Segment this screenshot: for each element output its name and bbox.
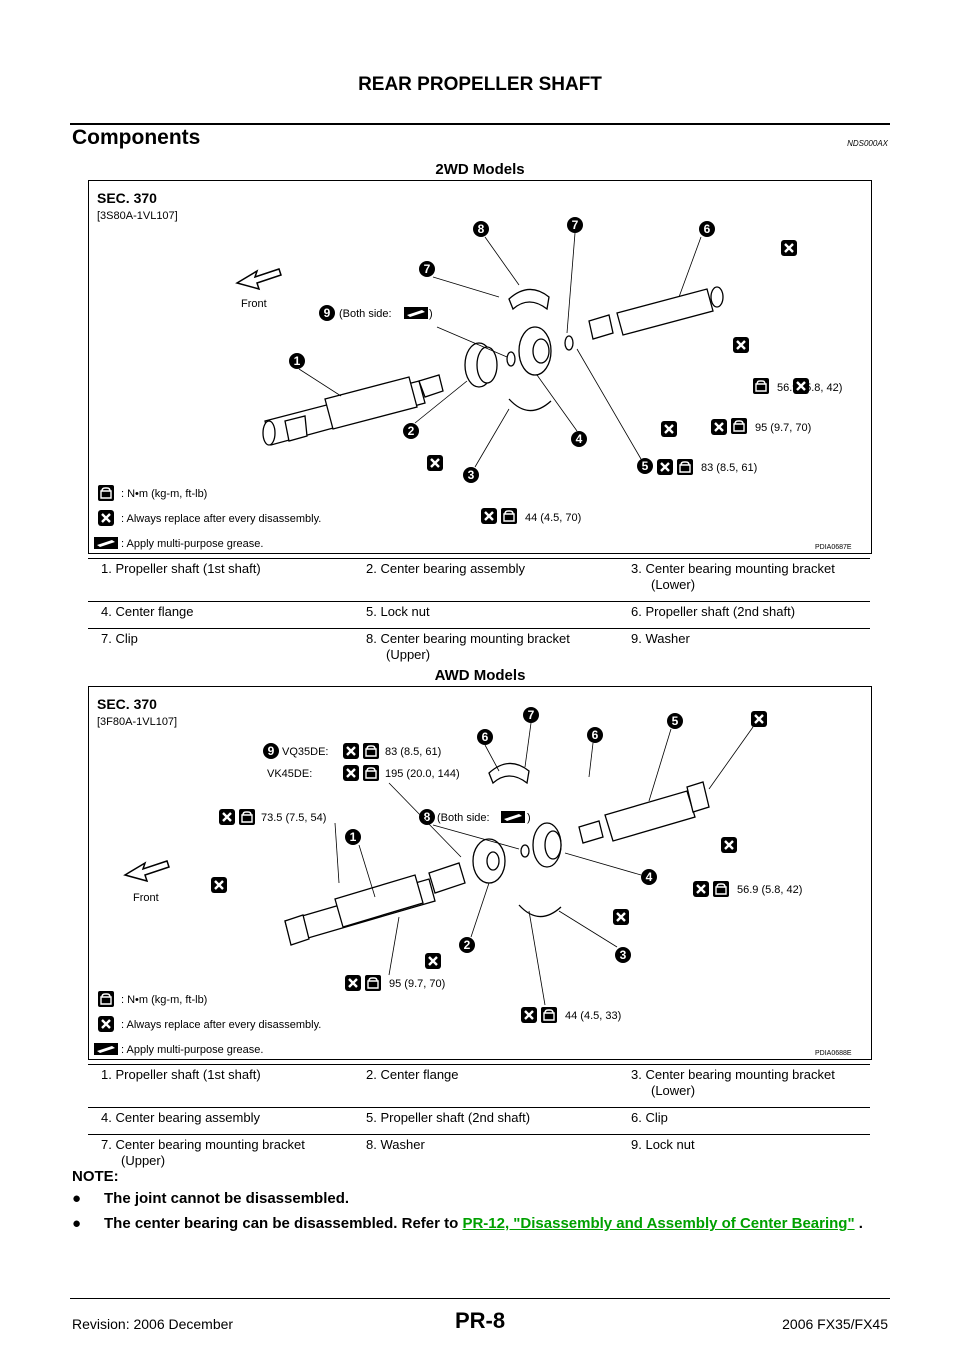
- svg-text:(Both side:: (Both side:: [437, 812, 490, 824]
- svg-text:83 (8.5, 61): 83 (8.5, 61): [385, 746, 441, 758]
- bracket-upper-drawing: [508, 288, 550, 311]
- table-row: 1. Propeller shaft (1st shaft) 2. Center…: [88, 1064, 870, 1108]
- svg-text:8: 8: [424, 810, 431, 824]
- bullet-icon: ●: [72, 1190, 82, 1207]
- section-title: Components: [72, 126, 201, 149]
- diagram-2wd: SEC. 370 [3S80A-1VL107] Front: [88, 180, 872, 554]
- parts-table-awd: 1. Propeller shaft (1st shaft) 2. Center…: [88, 1064, 870, 1177]
- svg-text:: N•m (kg-m, ft-lb): : N•m (kg-m, ft-lb): [121, 994, 207, 1006]
- svg-text:VK45DE:: VK45DE:: [267, 768, 312, 780]
- svg-text:4: 4: [576, 432, 583, 446]
- svg-text:): ): [527, 812, 531, 824]
- diagram-2wd-drawing: SEC. 370 [3S80A-1VL107] Front: [94, 190, 852, 551]
- svg-text:2: 2: [464, 938, 471, 952]
- propeller-shaft-2-drawing: [588, 286, 724, 340]
- front-arrow-icon: [123, 860, 170, 883]
- svg-text:6: 6: [482, 730, 489, 744]
- svg-text:7: 7: [424, 262, 431, 276]
- svg-text:PDIA0687E: PDIA0687E: [815, 544, 852, 551]
- propeller-shaft-2-drawing: [578, 781, 710, 844]
- diagram-awd-drawing: SEC. 370 [3F80A-1VL107] Front 1 2 3 4 5: [94, 696, 852, 1057]
- svg-text:(Both side:: (Both side:: [339, 308, 392, 320]
- svg-text:95 (9.7, 70): 95 (9.7, 70): [755, 422, 811, 434]
- front-label: Front: [241, 298, 267, 310]
- svg-text:7: 7: [572, 218, 579, 232]
- page-number: PR-8: [454, 1308, 506, 1333]
- front-arrow-icon: [235, 268, 282, 291]
- bracket-upper-drawing: [488, 762, 530, 785]
- svg-text:8: 8: [478, 222, 485, 236]
- svg-text:1: 1: [294, 354, 301, 368]
- svg-text:9: 9: [324, 306, 331, 320]
- svg-text:): ): [429, 308, 433, 320]
- svg-text:: Always replace after every d: : Always replace after every disassembly…: [121, 513, 321, 525]
- part-code: [3F80A-1VL107]: [97, 716, 177, 728]
- model-title-2wd: 2WD Models: [435, 161, 525, 178]
- svg-text:: Always replace after every d: : Always replace after every disassembly…: [121, 1019, 321, 1031]
- svg-text:9: 9: [268, 744, 275, 758]
- parts-table-2wd: 1. Propeller shaft (1st shaft) 2. Center…: [88, 558, 870, 671]
- propeller-shaft-1-drawing: [284, 862, 466, 946]
- part-code: [3S80A-1VL107]: [97, 210, 178, 222]
- page-title: REAR PROPELLER SHAFT: [358, 74, 602, 95]
- disassembly-link[interactable]: PR-12, "Disassembly and Assembly of Cent…: [462, 1215, 855, 1232]
- header-rule: [70, 123, 890, 125]
- footer-revision: Revision: 2006 December: [72, 1316, 234, 1332]
- svg-text:1: 1: [350, 830, 357, 844]
- table-row: 7. Clip 8. Center bearing mounting brack…: [88, 628, 870, 672]
- table-row: 7. Center bearing mounting bracket (Uppe…: [88, 1134, 870, 1178]
- svg-text:VQ35DE:: VQ35DE:: [282, 746, 328, 758]
- front-label: Front: [133, 892, 159, 904]
- note-item: ●The center bearing can be disassembled.…: [72, 1215, 863, 1232]
- table-row: 4. Center flange 5. Lock nut 6. Propelle…: [88, 601, 870, 629]
- svg-text:56.9 (5.8, 42): 56.9 (5.8, 42): [777, 382, 842, 394]
- table-row: 4. Center bearing assembly 5. Propeller …: [88, 1107, 870, 1135]
- sec-label: SEC. 370: [97, 696, 157, 712]
- svg-text:6: 6: [592, 728, 599, 742]
- footer-model: 2006 FX35/FX45: [782, 1316, 888, 1332]
- svg-text:195 (20.0, 144): 195 (20.0, 144): [385, 768, 460, 780]
- svg-text:73.5 (7.5, 54): 73.5 (7.5, 54): [261, 812, 326, 824]
- svg-text:3: 3: [620, 948, 627, 962]
- note-heading: NOTE:: [72, 1168, 119, 1185]
- svg-text:56.9 (5.8, 42): 56.9 (5.8, 42): [737, 884, 802, 896]
- note-item: ●The joint cannot be disassembled.: [72, 1190, 350, 1207]
- section-code: NDS000AX: [847, 139, 888, 148]
- svg-text:PDIA0688E: PDIA0688E: [815, 1050, 852, 1057]
- svg-text:44 (4.5, 33): 44 (4.5, 33): [565, 1010, 621, 1022]
- svg-text:3: 3: [468, 468, 475, 482]
- svg-text:: Apply multi-purpose grease.: : Apply multi-purpose grease.: [121, 1044, 263, 1056]
- svg-text:4: 4: [646, 870, 653, 884]
- propeller-shaft-1-drawing: [262, 374, 444, 446]
- svg-text:44 (4.5, 70): 44 (4.5, 70): [525, 512, 581, 524]
- svg-text:7: 7: [528, 708, 535, 722]
- svg-text:5: 5: [642, 459, 649, 473]
- center-bearing-drawing: [464, 326, 574, 388]
- svg-text:95 (9.7, 70): 95 (9.7, 70): [389, 978, 445, 990]
- bullet-icon: ●: [72, 1215, 82, 1232]
- bracket-lower-drawing: [508, 398, 552, 412]
- svg-text:83 (8.5, 61): 83 (8.5, 61): [701, 462, 757, 474]
- svg-text:2: 2: [408, 424, 415, 438]
- bracket-lower-drawing: [518, 904, 562, 918]
- svg-text:6: 6: [704, 222, 711, 236]
- svg-text:: N•m (kg-m, ft-lb): : N•m (kg-m, ft-lb): [121, 488, 207, 500]
- svg-text:5: 5: [672, 714, 679, 728]
- footer-rule: [70, 1298, 890, 1299]
- sec-label: SEC. 370: [97, 190, 157, 206]
- diagram-awd: SEC. 370 [3F80A-1VL107] Front 1 2 3 4 5: [88, 686, 872, 1060]
- svg-text:: Apply multi-purpose grease.: : Apply multi-purpose grease.: [121, 538, 263, 550]
- table-row: 1. Propeller shaft (1st shaft) 2. Center…: [88, 558, 870, 602]
- center-bearing-drawing: [472, 822, 562, 884]
- model-title-awd: AWD Models: [434, 667, 526, 684]
